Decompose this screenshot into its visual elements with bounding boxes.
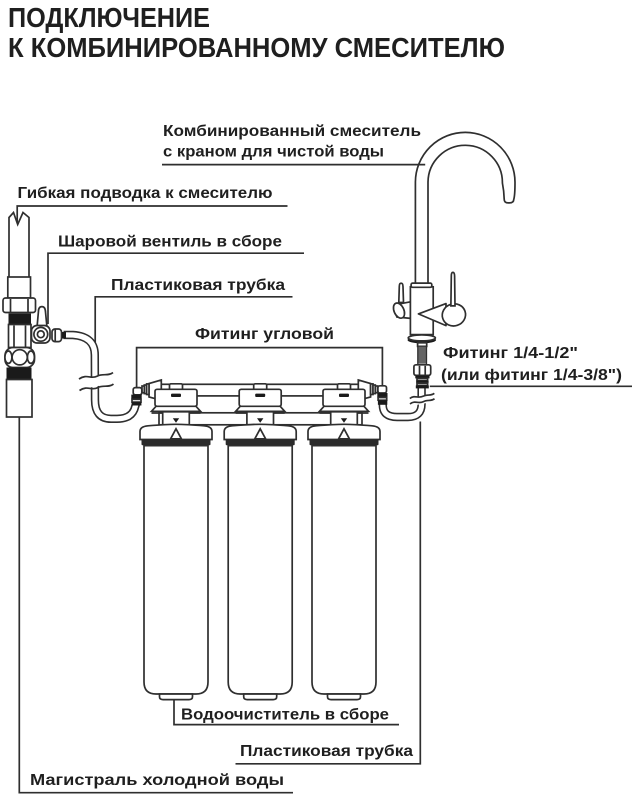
svg-text:Гибкая подводка к смесителю: Гибкая подводка к смесителю — [18, 185, 273, 202]
svg-text:К КОМБИНИРОВАННОМУ СМЕСИТЕЛЮ: К КОМБИНИРОВАННОМУ СМЕСИТЕЛЮ — [8, 32, 505, 63]
svg-text:Комбинированный смеситель: Комбинированный смеситель — [163, 123, 421, 140]
svg-text:Пластиковая трубка: Пластиковая трубка — [111, 277, 285, 294]
svg-text:Пластиковая трубка: Пластиковая трубка — [240, 743, 413, 760]
svg-text:ПОДКЛЮЧЕНИЕ: ПОДКЛЮЧЕНИЕ — [8, 2, 210, 33]
svg-text:Шаровой вентиль в сборе: Шаровой вентиль в сборе — [58, 234, 282, 251]
svg-text:с краном для чистой воды: с краном для чистой воды — [163, 144, 384, 161]
svg-text:Магистраль холодной воды: Магистраль холодной воды — [30, 772, 284, 789]
svg-text:(или фитинг 1/4-3/8"): (или фитинг 1/4-3/8") — [441, 367, 622, 384]
svg-text:Фитинг 1/4-1/2": Фитинг 1/4-1/2" — [443, 345, 578, 362]
svg-text:Фитинг угловой: Фитинг угловой — [195, 326, 334, 343]
svg-text:Водоочиститель в сборе: Водоочиститель в сборе — [181, 707, 389, 724]
